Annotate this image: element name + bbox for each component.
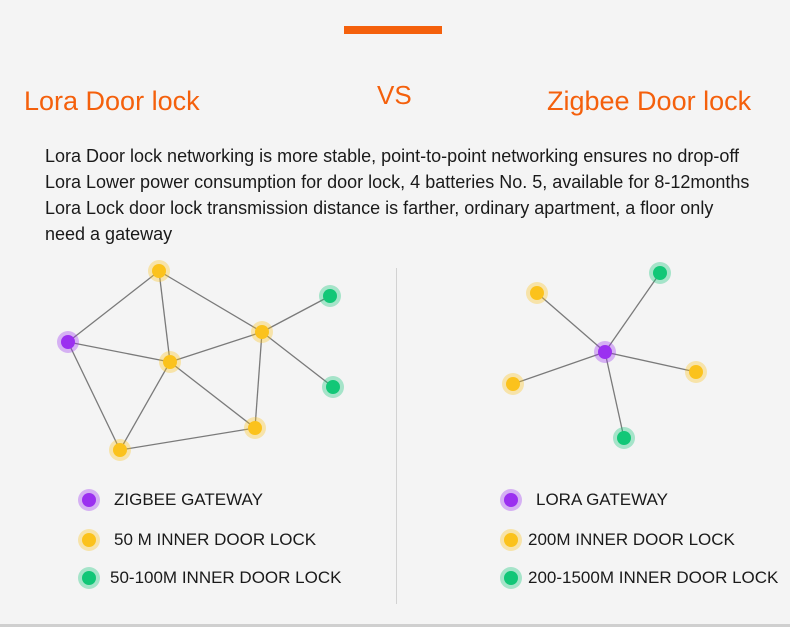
description-block: Lora Door lock networking is more stable… — [45, 143, 790, 247]
legend-label: 50 M INNER DOOR LOCK — [114, 530, 317, 549]
star-edge — [604, 351, 697, 373]
legend-label: 200M INNER DOOR LOCK — [528, 530, 735, 549]
gateway-dot-icon — [78, 489, 100, 511]
star-edge — [604, 272, 661, 353]
star-edge — [536, 292, 606, 353]
mesh-edge — [158, 270, 263, 333]
accent-bar — [344, 26, 442, 34]
long-range-lock-node — [322, 376, 344, 398]
description-line: Lora Lower power consumption for door lo… — [45, 172, 750, 192]
legend-item: 200M INNER DOOR LOCK — [500, 529, 735, 551]
short-range-lock-node — [109, 439, 131, 461]
mesh-edges — [67, 270, 334, 451]
long-range-lock-node — [613, 427, 635, 449]
mesh-edge — [169, 361, 256, 429]
short-range-lock-node — [251, 321, 273, 343]
legend-item: 50-100M INNER DOOR LOCK — [78, 567, 342, 589]
mesh-edge — [119, 427, 256, 451]
legend-item: 50 M INNER DOOR LOCK — [78, 529, 317, 551]
gateway-dot-icon — [500, 489, 522, 511]
legend-item: 200-1500M INNER DOOR LOCK — [500, 567, 779, 589]
long-range-lock-node — [319, 285, 341, 307]
description-line: Lora Lock door lock transmission distanc… — [45, 198, 714, 218]
short-range-lock-node — [159, 351, 181, 373]
description-line: need a gateway — [45, 224, 173, 244]
short-range-lock-node — [148, 260, 170, 282]
mesh-edge — [169, 331, 263, 363]
mesh-edge — [67, 270, 160, 343]
star-nodes — [502, 262, 707, 449]
mesh-edge — [254, 331, 263, 429]
legend-label: LORA GATEWAY — [536, 490, 668, 509]
star-edge — [604, 351, 625, 439]
short-range-lock-node — [685, 361, 707, 383]
legend-label: 200-1500M INNER DOOR LOCK — [528, 568, 779, 587]
mesh-edge — [67, 341, 121, 451]
star-edge — [512, 351, 606, 385]
short-range-dot-icon — [78, 529, 100, 551]
gateway-node — [57, 331, 79, 353]
legend-label: ZIGBEE GATEWAY — [114, 490, 263, 509]
long-range-dot-icon — [78, 567, 100, 589]
legend-item: LORA GATEWAY — [500, 489, 668, 511]
left-title: Lora Door lock — [24, 86, 200, 116]
mesh-edge — [158, 270, 171, 363]
right-title: Zigbee Door lock — [547, 86, 752, 116]
star-network-diagram — [502, 262, 707, 449]
center-divider — [396, 268, 397, 604]
mesh-edge — [119, 361, 171, 451]
short-range-lock-node — [502, 373, 524, 395]
mesh-edge — [67, 341, 171, 363]
short-range-dot-icon — [500, 529, 522, 551]
legend-label: 50-100M INNER DOOR LOCK — [110, 568, 342, 587]
vs-label: VS — [377, 80, 412, 110]
long-range-lock-node — [649, 262, 671, 284]
mesh-nodes — [57, 260, 344, 461]
bottom-border — [0, 624, 790, 627]
mesh-network-diagram — [57, 260, 344, 461]
short-range-lock-node — [526, 282, 548, 304]
star-edges — [512, 272, 697, 439]
long-range-dot-icon — [500, 567, 522, 589]
legend-item: ZIGBEE GATEWAY — [78, 489, 263, 511]
description-line: Lora Door lock networking is more stable… — [45, 146, 740, 166]
gateway-node — [594, 341, 616, 363]
short-range-lock-node — [244, 417, 266, 439]
mesh-edge — [261, 295, 331, 333]
mesh-edge — [261, 331, 334, 388]
